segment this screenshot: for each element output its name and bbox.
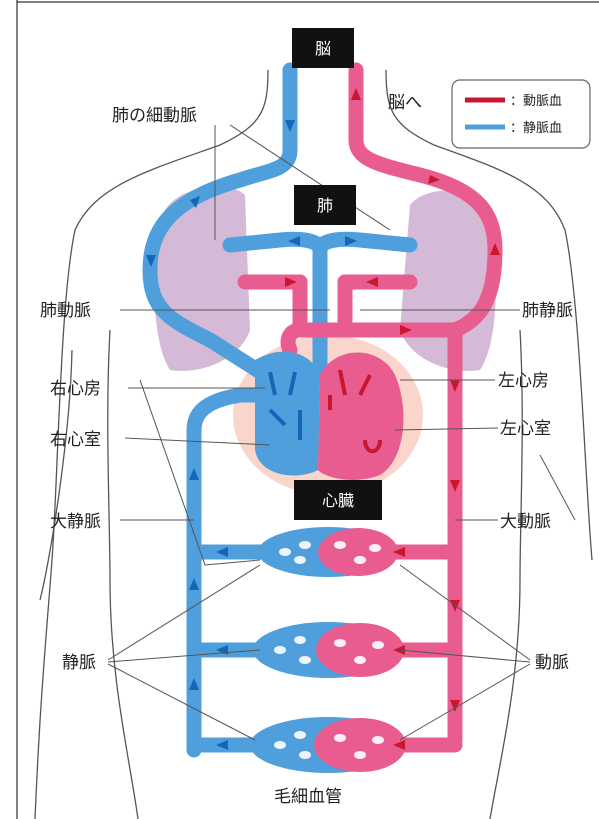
left-heart [318,353,403,480]
pulmonary-arterioles-label: 肺の細動脈 [112,106,197,126]
legend: ：動脈血 ：静脈血 [452,80,590,148]
legend-artery-label: ：動脈血 [510,94,562,109]
left-atrium-label: 左心房 [498,371,549,391]
aorta-label: 大動脈 [500,512,551,532]
veins-label: 静脈 [62,653,96,673]
pulmonary-vein-label: 肺静脈 [522,301,573,321]
capillary-beds [250,527,406,773]
right-heart [255,352,320,476]
brain-label: 脳 [315,39,331,58]
arteries-label: 動脈 [535,653,569,673]
to-brain-label: 脳へ [388,93,422,113]
legend-vein-label: ：静脈血 [510,121,562,136]
vena-cava-label: 大静脈 [50,512,101,532]
lung-label: 肺 [317,196,333,215]
right-ventricle-label: 右心室 [50,430,101,450]
legend-box [452,80,590,148]
capillaries-label: 毛細血管 [274,787,342,807]
left-ventricle-label: 左心室 [500,419,551,439]
right-atrium-label: 右心房 [50,379,101,399]
heart-label: 心臓 [322,491,354,510]
pulmonary-artery-label: 肺動脈 [40,301,91,321]
